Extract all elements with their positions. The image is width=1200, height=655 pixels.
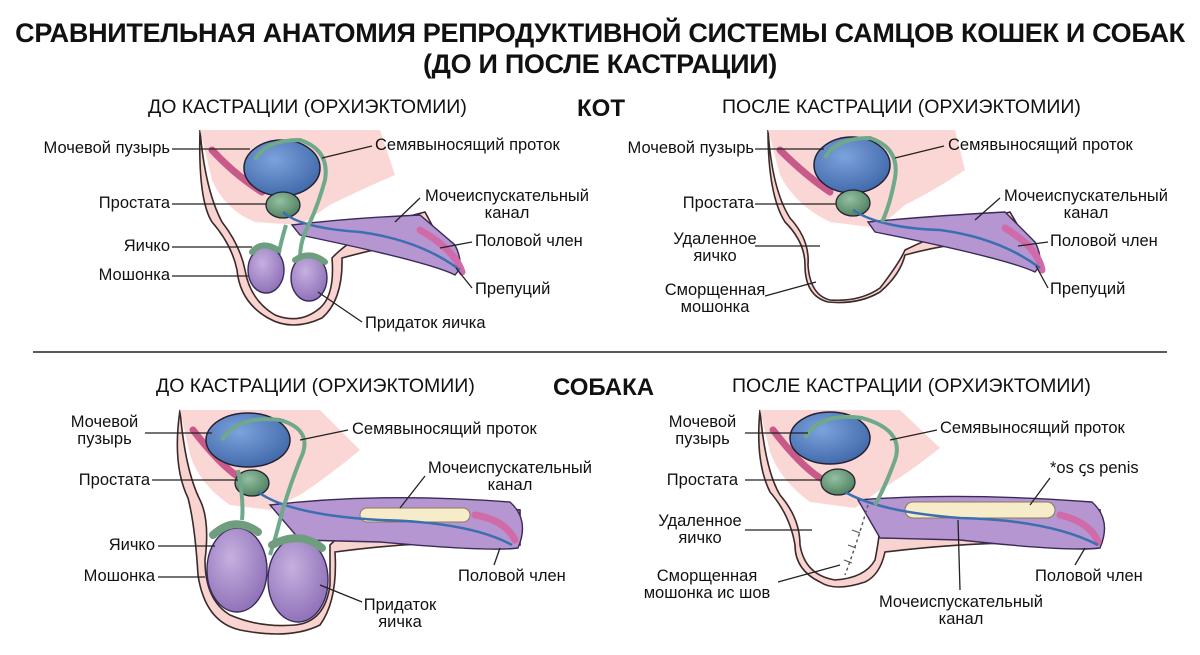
cat-after-label-prepuce: Препуций — [1050, 281, 1125, 298]
cat-before-subtitle: ДО КАСТРАЦИИ (ОРХИЭКТОМИИ) — [148, 97, 467, 117]
cat-after-label-prostate: Простата — [683, 195, 754, 212]
dog-before-testis-left — [207, 528, 267, 612]
dog-before-subtitle: ДО КАСТРАЦИИ (ОРХИЭКТОМИИ) — [156, 376, 475, 396]
cat-before-prostate — [266, 192, 300, 218]
cat-before-label-penis: Половой член — [475, 233, 583, 250]
cat-before-label-vas: Семявыносящий проток — [375, 137, 560, 154]
cat-before-label-prepuce: Препуций — [475, 281, 550, 298]
dog-before-label-penis: Половой член — [458, 568, 566, 585]
cat-before-label-bladder: Мочевой пузырь — [44, 140, 170, 157]
dog-after-label-os-penis: *os ꞔs penis — [1050, 460, 1139, 477]
cat-heading: КОТ — [577, 96, 625, 121]
cat-before-bladder — [244, 140, 320, 196]
cat-after-subtitle: ПОСЛЕ КАСТРАЦИИ (ОРХИЭКТОМИИ) — [722, 97, 1081, 117]
dog-after-prostate — [821, 469, 855, 495]
cat-before-label-epididymis: Придаток яичка — [365, 315, 486, 332]
cat-after-label-bladder: Мочевой пузырь — [628, 140, 754, 157]
dog-heading: СОБАКА — [553, 375, 654, 400]
cat-before-label-scrotum: Мошонка — [99, 267, 170, 284]
dog-after-suture — [845, 505, 868, 575]
cat-before-label-testis: Яичко — [124, 238, 170, 255]
dog-before-label-testis: Яичко — [109, 537, 155, 554]
dog-before-label-vas: Семявыносящий проток — [352, 421, 537, 438]
dog-before-illustration — [177, 410, 522, 634]
dog-before-label-prostate: Простата — [79, 472, 150, 489]
dog-after-subtitle: ПОСЛЕ КАСТРАЦИИ (ОРХИЭКТОМИИ) — [732, 376, 1091, 396]
cat-before-label-prostate: Простата — [99, 195, 170, 212]
dog-before-label-scrotum: Мошонка — [84, 568, 155, 585]
cat-after-bladder — [814, 137, 890, 193]
dog-after-label-penis: Половой член — [1035, 568, 1143, 585]
page-subtitle: (ДО И ПОСЛЕ КАСТРАЦИИ) — [0, 50, 1200, 78]
cat-after-label-vas: Семявыносящий проток — [948, 137, 1133, 154]
cat-after-prostate — [836, 190, 870, 216]
page-title: СРАВНИТЕЛЬНАЯ АНАТОМИЯ РЕПРОДУКТИВНОЙ СИ… — [0, 19, 1200, 47]
dog-after-label-vas: Семявыносящий проток — [940, 420, 1125, 437]
dog-after-label-prostate: Простата — [667, 472, 738, 489]
cat-before-illustration — [200, 130, 462, 325]
cat-after-label-penis: Половой член — [1050, 233, 1158, 250]
